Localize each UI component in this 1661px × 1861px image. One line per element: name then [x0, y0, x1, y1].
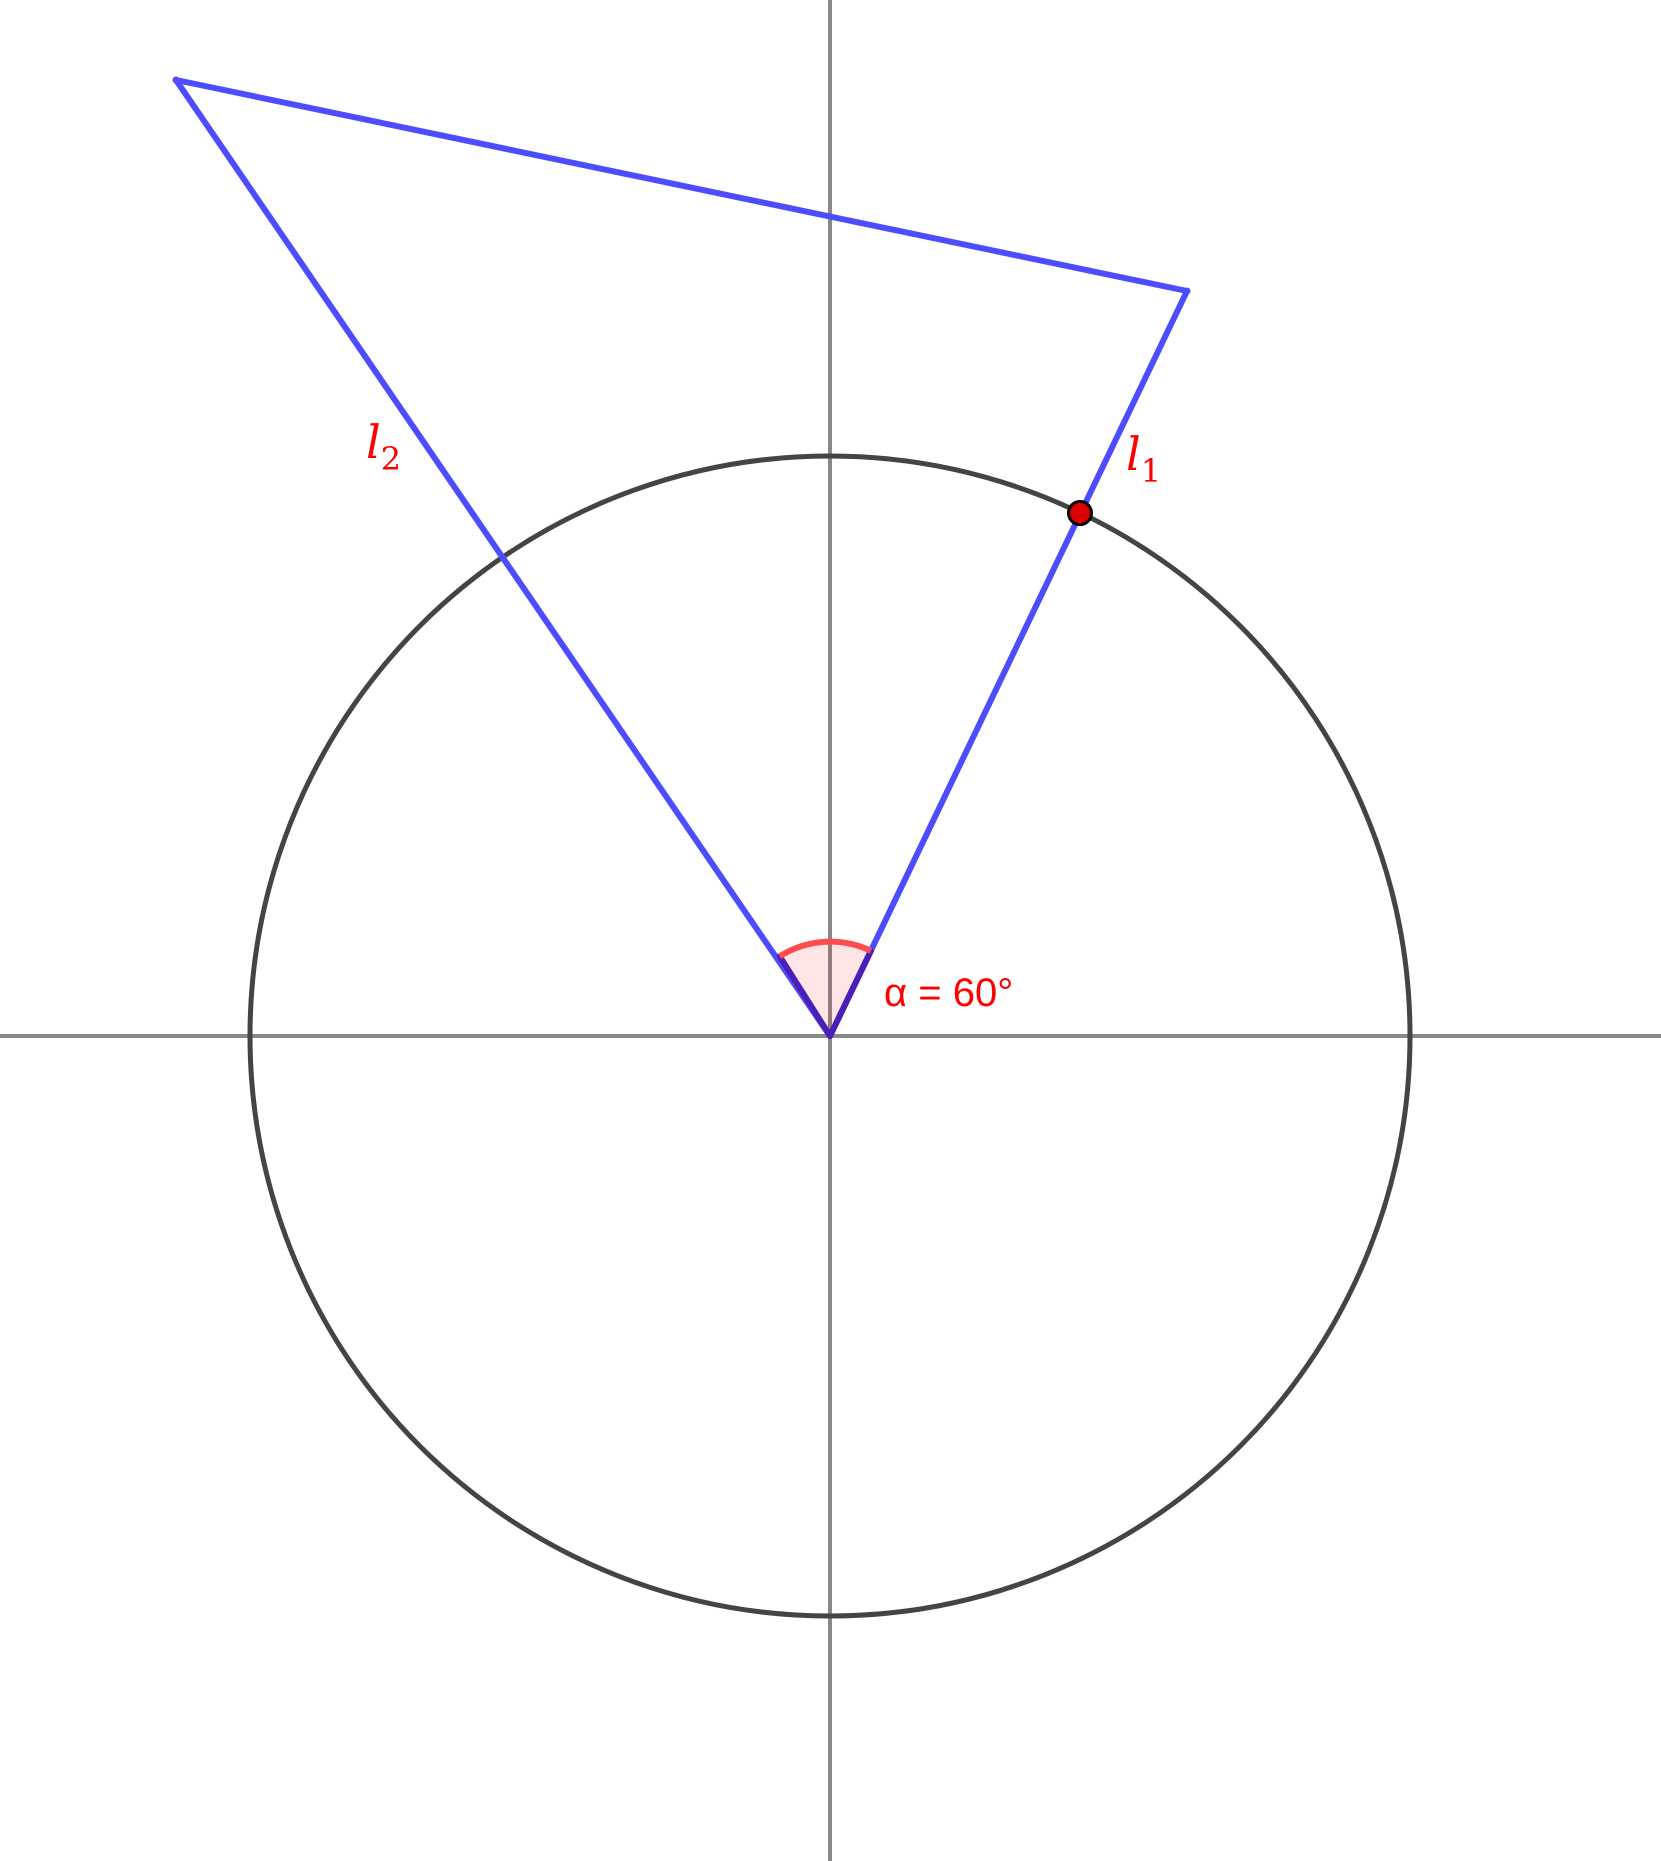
vertex-top-left — [172, 76, 180, 84]
segment-l1 — [827, 288, 1190, 1039]
segment-l1-overlap — [827, 947, 874, 1039]
label-l1: l1 — [1126, 427, 1161, 490]
unit-circle — [247, 453, 1413, 1619]
vertex-top-right — [1183, 287, 1191, 295]
angle-arc — [778, 938, 873, 959]
angle-sector — [779, 941, 871, 1036]
segment-l2 — [173, 77, 833, 1039]
label-l2-base: l — [366, 415, 381, 469]
label-l2: l2 — [366, 415, 401, 478]
label-l2-sub: 2 — [381, 440, 401, 478]
label-l1-base: l — [1126, 427, 1141, 481]
segment-l2-overlap — [776, 953, 833, 1039]
intersection-point[interactable] — [1067, 500, 1093, 526]
segment-top — [173, 77, 1190, 294]
angle-label: α = 60° — [884, 971, 1013, 1015]
label-l1-sub: 1 — [1141, 452, 1161, 490]
